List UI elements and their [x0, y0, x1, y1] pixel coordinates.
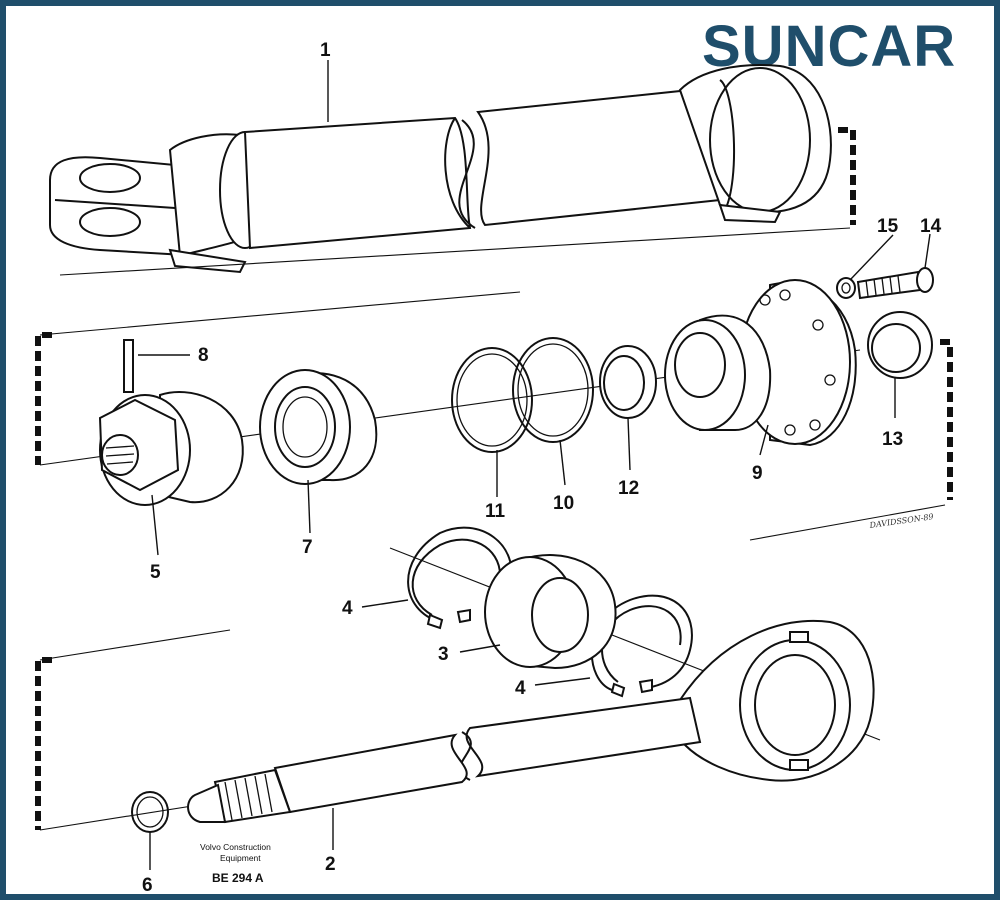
label-12: 12 [618, 478, 639, 499]
bolt [856, 267, 934, 300]
label-2: 2 [325, 854, 336, 875]
label-11: 11 [485, 501, 506, 522]
wiper-ring [867, 311, 933, 379]
caption-line2: Equipment [220, 853, 261, 863]
piston-rod [187, 619, 875, 824]
seal-ring [599, 345, 657, 419]
label-5: 5 [150, 562, 161, 583]
o-ring [451, 347, 533, 453]
circlip-upper [407, 526, 513, 630]
washer [836, 277, 856, 299]
caption-code: BE 294 A [212, 871, 264, 885]
low-topline [39, 629, 231, 661]
label-10: 10 [553, 493, 574, 514]
bracket-left-mid [35, 332, 52, 465]
label-4-lower: 4 [515, 678, 526, 699]
label-6: 6 [142, 875, 153, 896]
barrel-baseline [59, 227, 851, 276]
label-15: 15 [877, 216, 899, 237]
label-13: 13 [882, 429, 903, 450]
part-labels: 1 2 3 4 4 5 6 7 8 9 10 11 12 13 14 15 [142, 40, 942, 896]
mid-topline [39, 291, 521, 336]
mid-bottomline [749, 504, 946, 541]
piston [259, 369, 378, 485]
roll-pin [123, 339, 134, 393]
label-7: 7 [302, 537, 313, 558]
bracket-left-low [35, 657, 52, 830]
caption: Volvo Construction Equipment BE 294 A [200, 842, 271, 885]
label-9: 9 [752, 463, 763, 484]
backup-ring [512, 337, 594, 443]
label-4-upper: 4 [342, 598, 353, 619]
label-14: 14 [920, 216, 942, 237]
cylinder-barrel [49, 64, 832, 274]
small-seal-ring [131, 791, 169, 833]
label-8: 8 [198, 345, 209, 366]
draftsman-signature: DAVIDSSON-89 [868, 512, 934, 530]
bracket-right-mid [940, 339, 953, 500]
spherical-bearing [484, 554, 617, 670]
bracket-right-top [838, 127, 856, 225]
piston-nut [98, 391, 244, 506]
caption-line1: Volvo Construction [200, 842, 271, 852]
cylinder-head [664, 279, 857, 447]
label-1: 1 [320, 40, 331, 61]
label-3: 3 [438, 644, 449, 665]
leader-lines [138, 60, 931, 870]
